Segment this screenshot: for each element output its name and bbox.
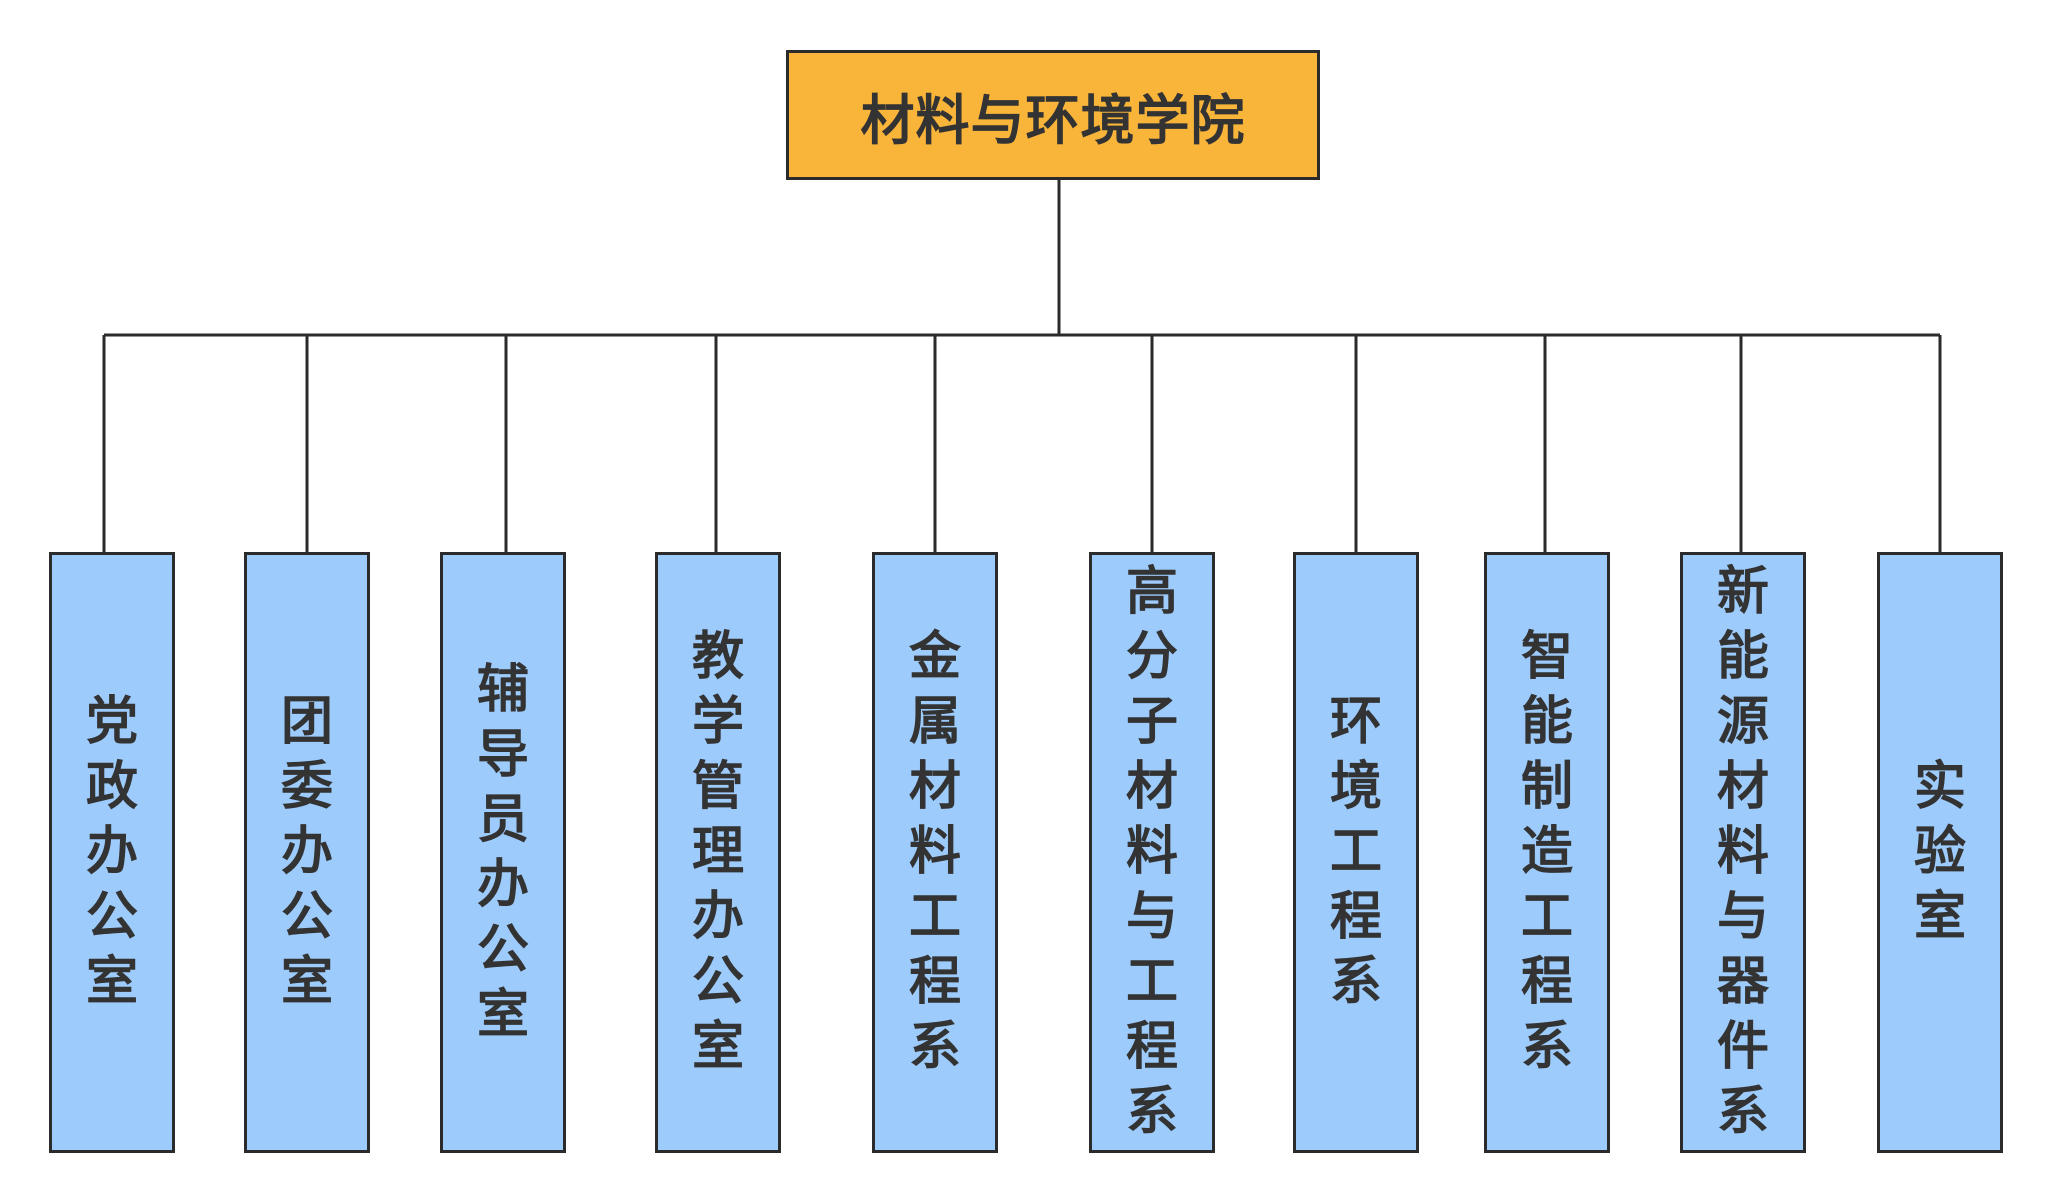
dept-node-youth-league-office: 团委办公室 bbox=[244, 552, 370, 1153]
dept-node-label: 金属材料工程系 bbox=[908, 627, 961, 1077]
dept-node-laboratory: 实验室 bbox=[1877, 552, 2003, 1153]
dept-node-label: 环境工程系 bbox=[1329, 692, 1382, 1012]
dept-node-label: 高分子材料与工程系 bbox=[1125, 562, 1178, 1142]
dept-node-new-energy-materials-dept: 新能源材料与器件系 bbox=[1680, 552, 1806, 1153]
root-node-label: 材料与环境学院 bbox=[860, 88, 1246, 152]
dept-node-label: 教学管理办公室 bbox=[691, 627, 744, 1077]
root-node: 材料与环境学院 bbox=[786, 50, 1320, 180]
dept-node-label: 辅导员办公室 bbox=[476, 659, 529, 1045]
dept-node-label: 党政办公室 bbox=[85, 692, 138, 1012]
dept-node-environmental-engineering-dept: 环境工程系 bbox=[1293, 552, 1419, 1153]
dept-node-label: 智能制造工程系 bbox=[1520, 627, 1573, 1077]
dept-node-intelligent-manufacturing-dept: 智能制造工程系 bbox=[1484, 552, 1610, 1153]
dept-node-polymer-materials-dept: 高分子材料与工程系 bbox=[1089, 552, 1215, 1153]
dept-node-label: 团委办公室 bbox=[280, 692, 333, 1012]
dept-node-label: 新能源材料与器件系 bbox=[1716, 562, 1769, 1142]
dept-node-party-office: 党政办公室 bbox=[49, 552, 175, 1153]
dept-node-counselor-office: 辅导员办公室 bbox=[440, 552, 566, 1153]
dept-node-metal-materials-dept: 金属材料工程系 bbox=[872, 552, 998, 1153]
dept-node-teaching-management-office: 教学管理办公室 bbox=[655, 552, 781, 1153]
dept-node-label: 实验室 bbox=[1913, 757, 1966, 947]
